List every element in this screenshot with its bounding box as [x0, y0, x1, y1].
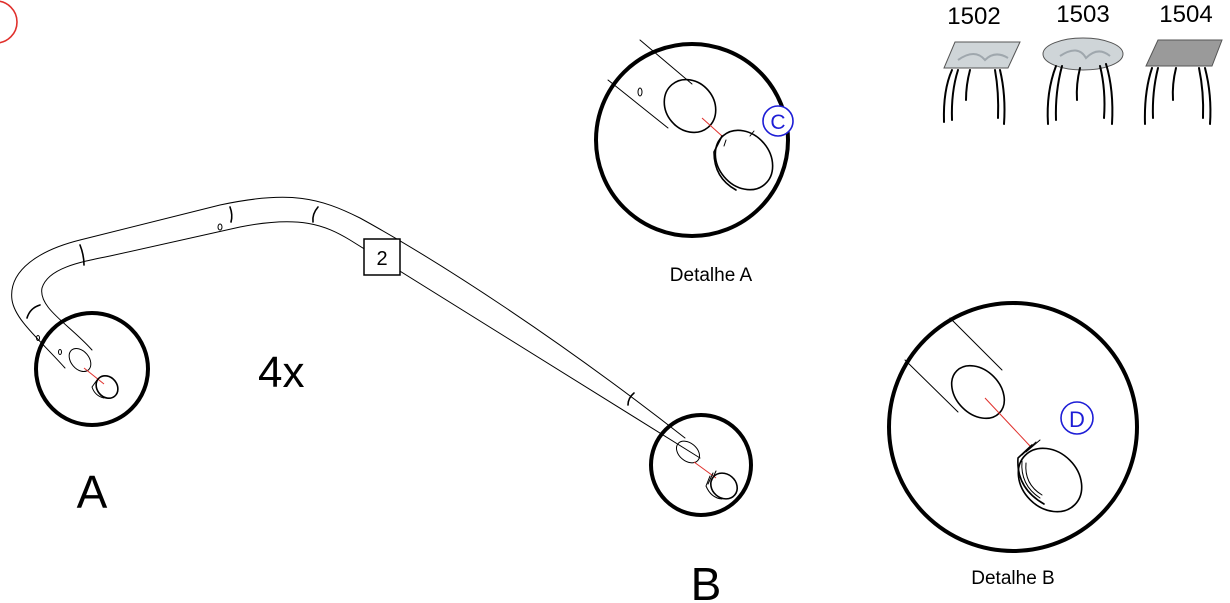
detail-b-label: Detalhe B — [971, 568, 1054, 589]
part-d-marker: D — [1060, 401, 1094, 435]
corner-marker — [0, 0, 18, 44]
detail-a-circle — [594, 39, 790, 238]
quantity-label: 4x — [258, 348, 304, 397]
model-label-1502: 1502 — [947, 3, 1000, 30]
table-1504-thumbnail — [1143, 39, 1223, 125]
part-c-label: C — [770, 111, 785, 134]
table-1502-thumbnail — [942, 41, 1021, 125]
detail-b-circle — [887, 301, 1139, 553]
callout-b-circle — [649, 413, 753, 517]
part-c-marker: C — [762, 105, 794, 137]
callout-a-label: A — [77, 466, 108, 518]
part-number: 2 — [376, 248, 387, 270]
detail-a-label: Detalhe A — [670, 265, 753, 286]
part-number-box: 2 — [363, 238, 401, 276]
callout-b-label: B — [691, 558, 722, 603]
bent-leg-tube — [11, 196, 701, 464]
callout-a-circle — [34, 311, 150, 427]
model-label-1503: 1503 — [1056, 1, 1109, 28]
table-1503-thumbnail — [1042, 37, 1124, 125]
model-label-1504: 1504 — [1159, 1, 1212, 28]
part-d-label: D — [1069, 407, 1085, 432]
